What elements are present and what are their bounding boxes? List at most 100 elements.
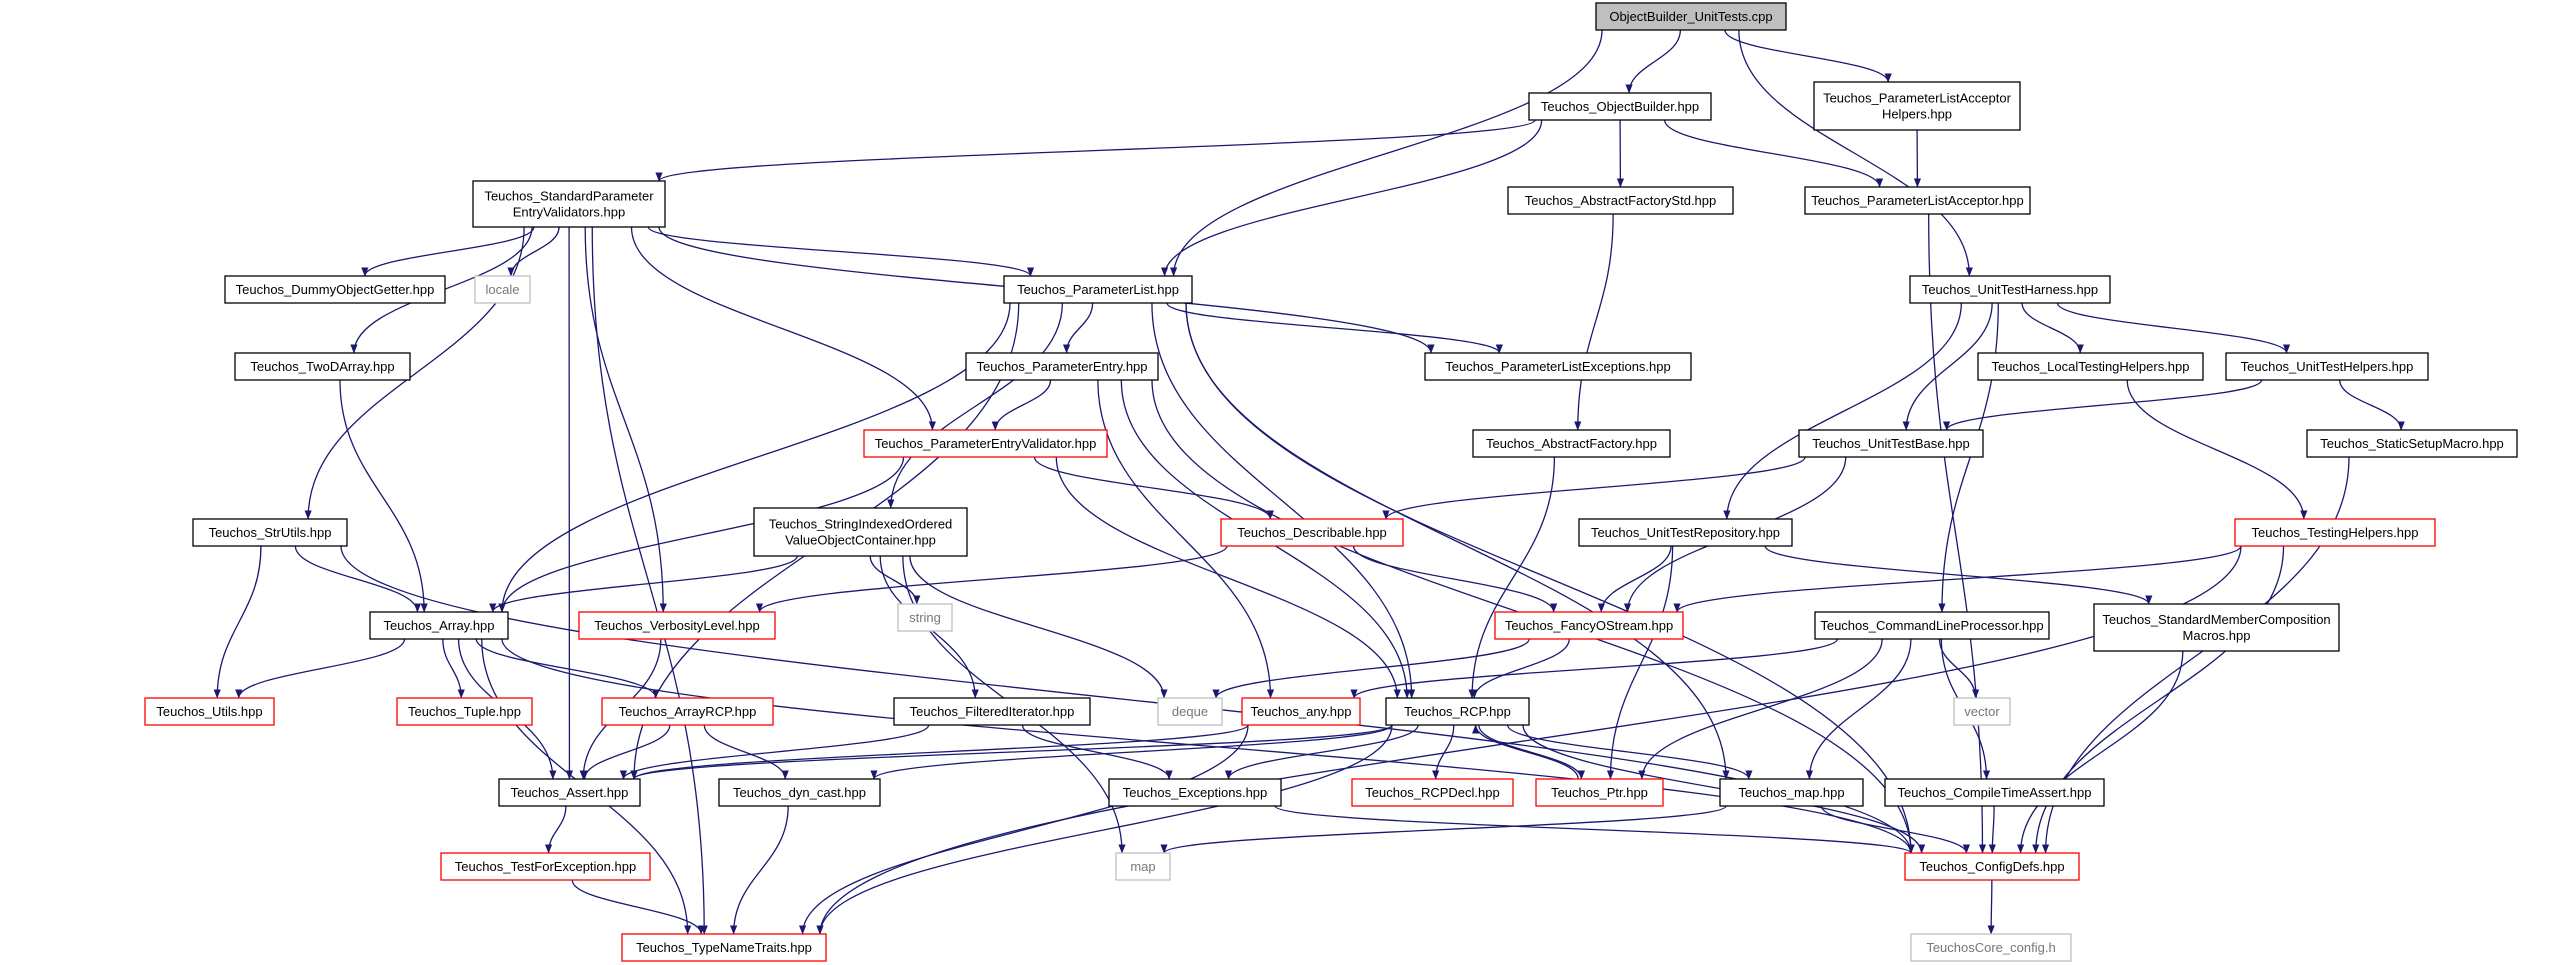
node-label: Teuchos_StandardParameter xyxy=(484,189,654,204)
node-localTH[interactable]: Teuchos_LocalTestingHelpers.hpp xyxy=(1977,352,2204,381)
node-exceptions[interactable]: Teuchos_Exceptions.hpp xyxy=(1108,778,1282,807)
node-label: Teuchos_AbstractFactory.hpp xyxy=(1486,436,1657,451)
node-twoD[interactable]: Teuchos_TwoDArray.hpp xyxy=(234,352,411,381)
node-label: Teuchos_Utils.hpp xyxy=(156,704,262,719)
node-sioVOC[interactable]: Teuchos_StringIndexedOrderedValueObjectC… xyxy=(753,507,968,557)
edge-pla-to-configDefs xyxy=(1928,213,1987,854)
node-pev[interactable]: Teuchos_ParameterEntryValidator.hpp xyxy=(863,429,1108,458)
node-box xyxy=(474,275,531,304)
edge-uth-to-utHelpers xyxy=(2056,302,2291,354)
edge-describable-to-verbosity xyxy=(756,545,1228,613)
node-absFactStd[interactable]: Teuchos_AbstractFactoryStd.hpp xyxy=(1507,186,1734,215)
node-ptr[interactable]: Teuchos_Ptr.hpp xyxy=(1535,778,1664,807)
node-box xyxy=(2225,352,2429,381)
node-fancy[interactable]: Teuchos_FancyOStream.hpp xyxy=(1494,611,1684,640)
node-objbuilder[interactable]: Teuchos_ObjectBuilder.hpp xyxy=(1528,92,1712,121)
node-box xyxy=(1424,352,1692,381)
node-testForExc[interactable]: Teuchos_TestForException.hpp xyxy=(440,852,651,881)
node-clp[interactable]: Teuchos_CommandLineProcessor.hpp xyxy=(1814,611,2050,640)
edge-stdPEV-to-locale xyxy=(507,226,560,277)
node-box xyxy=(1115,852,1171,881)
node-pla[interactable]: Teuchos_ParameterListAcceptor.hpp xyxy=(1804,186,2031,215)
node-box xyxy=(1220,518,1404,547)
node-paramList[interactable]: Teuchos_ParameterList.hpp xyxy=(1003,275,1193,304)
node-describable[interactable]: Teuchos_Describable.hpp xyxy=(1220,518,1404,547)
node-testingHelpers[interactable]: Teuchos_TestingHelpers.hpp xyxy=(2234,518,2436,547)
edge-arrayRCP-to-dyncast xyxy=(703,724,789,780)
edge-utRepo-to-fancy xyxy=(1597,545,1672,613)
node-verbosity[interactable]: Teuchos_VerbosityLevel.hpp xyxy=(578,611,776,640)
node-dyncast[interactable]: Teuchos_dyn_cast.hpp xyxy=(718,778,881,807)
node-root[interactable]: ObjectBuilder_UnitTests.cpp xyxy=(1595,2,1787,31)
edge-paramEntry-to-pev xyxy=(991,379,1052,431)
node-smcm[interactable]: Teuchos_StandardMemberCompositionMacros.… xyxy=(2093,603,2340,652)
node-array[interactable]: Teuchos_Array.hpp xyxy=(369,611,509,640)
node-stdPEV[interactable]: Teuchos_StandardParameterEntryValidators… xyxy=(472,180,666,228)
node-cta[interactable]: Teuchos_CompileTimeAssert.hpp xyxy=(1884,778,2105,807)
node-paramEntry[interactable]: Teuchos_ParameterEntry.hpp xyxy=(965,352,1159,381)
edge-map_hpp-to-configDefs xyxy=(1820,805,1970,854)
node-typeName[interactable]: Teuchos_TypeNameTraits.hpp xyxy=(621,933,827,962)
node-map[interactable]: map xyxy=(1115,852,1171,881)
node-label: Teuchos_any.hpp xyxy=(1251,704,1352,719)
node-plExc[interactable]: Teuchos_ParameterListExceptions.hpp xyxy=(1424,352,1692,381)
node-any[interactable]: Teuchos_any.hpp xyxy=(1241,697,1361,726)
node-box xyxy=(718,778,881,807)
node-map_hpp[interactable]: Teuchos_map.hpp xyxy=(1719,778,1864,807)
edge-describable-to-fancy xyxy=(1352,545,1558,613)
edge-utRepo-to-ptr xyxy=(1606,545,1674,780)
node-filtered[interactable]: Teuchos_FilteredIterator.hpp xyxy=(893,697,1091,726)
node-label: Teuchos_RCPDecl.hpp xyxy=(1365,785,1499,800)
edge-array-to-arrayRCP xyxy=(475,638,660,699)
node-locale[interactable]: locale xyxy=(474,275,531,304)
node-configDefs[interactable]: Teuchos_ConfigDefs.hpp xyxy=(1904,852,2080,881)
node-label: Teuchos_Assert.hpp xyxy=(511,785,629,800)
node-uth[interactable]: Teuchos_UnitTestHarness.hpp xyxy=(1909,275,2111,304)
node-box xyxy=(621,933,827,962)
node-label: TeuchosCore_config.h xyxy=(1926,940,2055,955)
edge-arrayRCP-to-assert xyxy=(580,724,671,780)
node-label: Teuchos_LocalTestingHelpers.hpp xyxy=(1991,359,2189,374)
node-rcpDecl[interactable]: Teuchos_RCPDecl.hpp xyxy=(1351,778,1514,807)
edge-filtered-to-assert xyxy=(619,724,930,780)
node-box xyxy=(1804,186,2031,215)
node-label: Teuchos_Tuple.hpp xyxy=(408,704,521,719)
node-absFact[interactable]: Teuchos_AbstractFactory.hpp xyxy=(1472,429,1671,458)
node-arrayRCP[interactable]: Teuchos_ArrayRCP.hpp xyxy=(601,697,774,726)
node-string[interactable]: string xyxy=(897,603,953,632)
node-label: Macros.hpp xyxy=(2183,628,2251,643)
node-coreConfig[interactable]: TeuchosCore_config.h xyxy=(1910,933,2072,962)
node-utils[interactable]: Teuchos_Utils.hpp xyxy=(144,697,275,726)
node-box xyxy=(1909,275,2111,304)
edge-paramList-to-sioVOC xyxy=(887,302,1064,509)
node-rcp[interactable]: Teuchos_RCP.hpp xyxy=(1385,697,1530,726)
node-box xyxy=(234,352,411,381)
node-utRepo[interactable]: Teuchos_UnitTestRepository.hpp xyxy=(1578,518,1793,547)
node-vector[interactable]: vector xyxy=(1953,697,2011,726)
edge-absFact-to-rcp xyxy=(1468,456,1556,699)
node-strUtils[interactable]: Teuchos_StrUtils.hpp xyxy=(192,518,348,547)
node-box xyxy=(440,852,651,881)
node-box xyxy=(897,603,953,632)
node-utHelpers[interactable]: Teuchos_UnitTestHelpers.hpp xyxy=(2225,352,2429,381)
node-box xyxy=(2234,518,2436,547)
node-utBase[interactable]: Teuchos_UnitTestBase.hpp xyxy=(1798,429,1984,458)
node-staticSetup[interactable]: Teuchos_StaticSetupMacro.hpp xyxy=(2306,429,2518,458)
edge-objbuilder-to-pla xyxy=(1663,119,1884,188)
node-dummy[interactable]: Teuchos_DummyObjectGetter.hpp xyxy=(224,275,446,304)
node-label: Teuchos_CompileTimeAssert.hpp xyxy=(1898,785,2092,800)
node-deque[interactable]: deque xyxy=(1157,697,1223,726)
edge-root-to-paramList xyxy=(1170,29,1603,277)
edge-pev-to-describable xyxy=(1033,456,1274,520)
node-label: Teuchos_TestingHelpers.hpp xyxy=(2252,525,2419,540)
edge-stdPEV-to-paramList xyxy=(647,226,1035,277)
node-box xyxy=(1719,778,1864,807)
edge-pev-to-rcp xyxy=(1055,456,1401,699)
node-label: Teuchos_ParameterListAcceptor.hpp xyxy=(1811,193,2023,208)
edge-paramList-to-paramEntry xyxy=(1062,302,1094,354)
node-assert[interactable]: Teuchos_Assert.hpp xyxy=(498,778,641,807)
node-label: string xyxy=(909,610,941,625)
node-tuple[interactable]: Teuchos_Tuple.hpp xyxy=(396,697,533,726)
edge-utHelpers-to-staticSetup xyxy=(2339,379,2405,431)
